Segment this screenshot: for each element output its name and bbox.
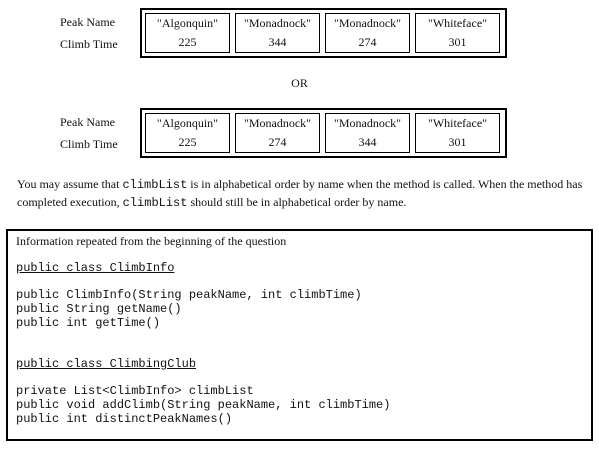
code-line: public String getName()	[16, 302, 182, 316]
info-box-header: Information repeated from the beginning …	[16, 234, 287, 248]
code-line: private List<ClimbInfo> climbList	[16, 384, 254, 398]
inline-code: climbList	[122, 196, 188, 210]
climb-cell: "Monadnock" 274	[325, 13, 410, 53]
climb-time-label: Climb Time	[60, 137, 118, 151]
info-box: Information repeated from the beginning …	[6, 229, 593, 441]
code-line: public void addClimb(String peakName, in…	[16, 398, 391, 412]
row-labels: Peak Name Climb Time	[60, 11, 130, 55]
peak-name-value: "Whiteface"	[427, 16, 488, 30]
climb-cell: "Whiteface" 301	[415, 13, 500, 53]
peak-name-value: "Monadnock"	[243, 16, 312, 30]
peak-name-value: "Algonquin"	[156, 16, 219, 30]
peak-name-label: Peak Name	[60, 115, 115, 129]
climb-time-value: 225	[178, 135, 197, 149]
climb-time-value: 301	[448, 35, 467, 49]
climb-cell: "Algonquin" 225	[145, 13, 230, 53]
climb-cell: "Algonquin" 225	[145, 113, 230, 153]
climb-cell: "Monadnock" 274	[235, 113, 320, 153]
climb-time-label: Climb Time	[60, 37, 118, 51]
climb-table-2: Peak Name Climb Time "Algonquin" 225 "Mo…	[0, 108, 599, 168]
peak-name-value: "Algonquin"	[156, 116, 219, 130]
paragraph-text: is in alphabetical order by name when th…	[17, 177, 583, 209]
table-frame: "Algonquin" 225 "Monadnock" 344 "Monadno…	[140, 8, 507, 58]
or-separator: OR	[291, 76, 308, 90]
climb-time-value: 274	[358, 35, 377, 49]
peak-name-value: "Monadnock"	[333, 16, 402, 30]
climb-time-value: 274	[268, 135, 287, 149]
peak-name-value: "Whiteface"	[427, 116, 488, 130]
code-line: public int distinctPeakNames()	[16, 412, 233, 426]
climb-cell: "Monadnock" 344	[235, 13, 320, 53]
class-heading: public class ClimbInfo	[16, 261, 175, 275]
table-frame: "Algonquin" 225 "Monadnock" 274 "Monadno…	[140, 108, 507, 158]
climb-table-1: Peak Name Climb Time "Algonquin" 225 "Mo…	[0, 8, 599, 68]
climb-cell: "Whiteface" 301	[415, 113, 500, 153]
climb-time-value: 344	[358, 135, 377, 149]
code-line: public ClimbInfo(String peakName, int cl…	[16, 288, 362, 302]
peak-name-value: "Monadnock"	[243, 116, 312, 130]
class-heading: public class ClimbingClub	[16, 357, 197, 371]
climb-time-value: 225	[178, 35, 197, 49]
assumption-paragraph: You may assume that climbList is in alph…	[17, 176, 589, 212]
inline-code: climbList	[122, 178, 188, 192]
peak-name-value: "Monadnock"	[333, 116, 402, 130]
climb-time-value: 344	[268, 35, 287, 49]
climb-cell: "Monadnock" 344	[325, 113, 410, 153]
paragraph-text: should still be in alphabetical order by…	[187, 195, 407, 209]
paragraph-text: You may assume that	[17, 177, 123, 191]
code-line: public int getTime()	[16, 316, 161, 330]
peak-name-label: Peak Name	[60, 15, 115, 29]
climb-time-value: 301	[448, 135, 467, 149]
row-labels: Peak Name Climb Time	[60, 111, 130, 155]
